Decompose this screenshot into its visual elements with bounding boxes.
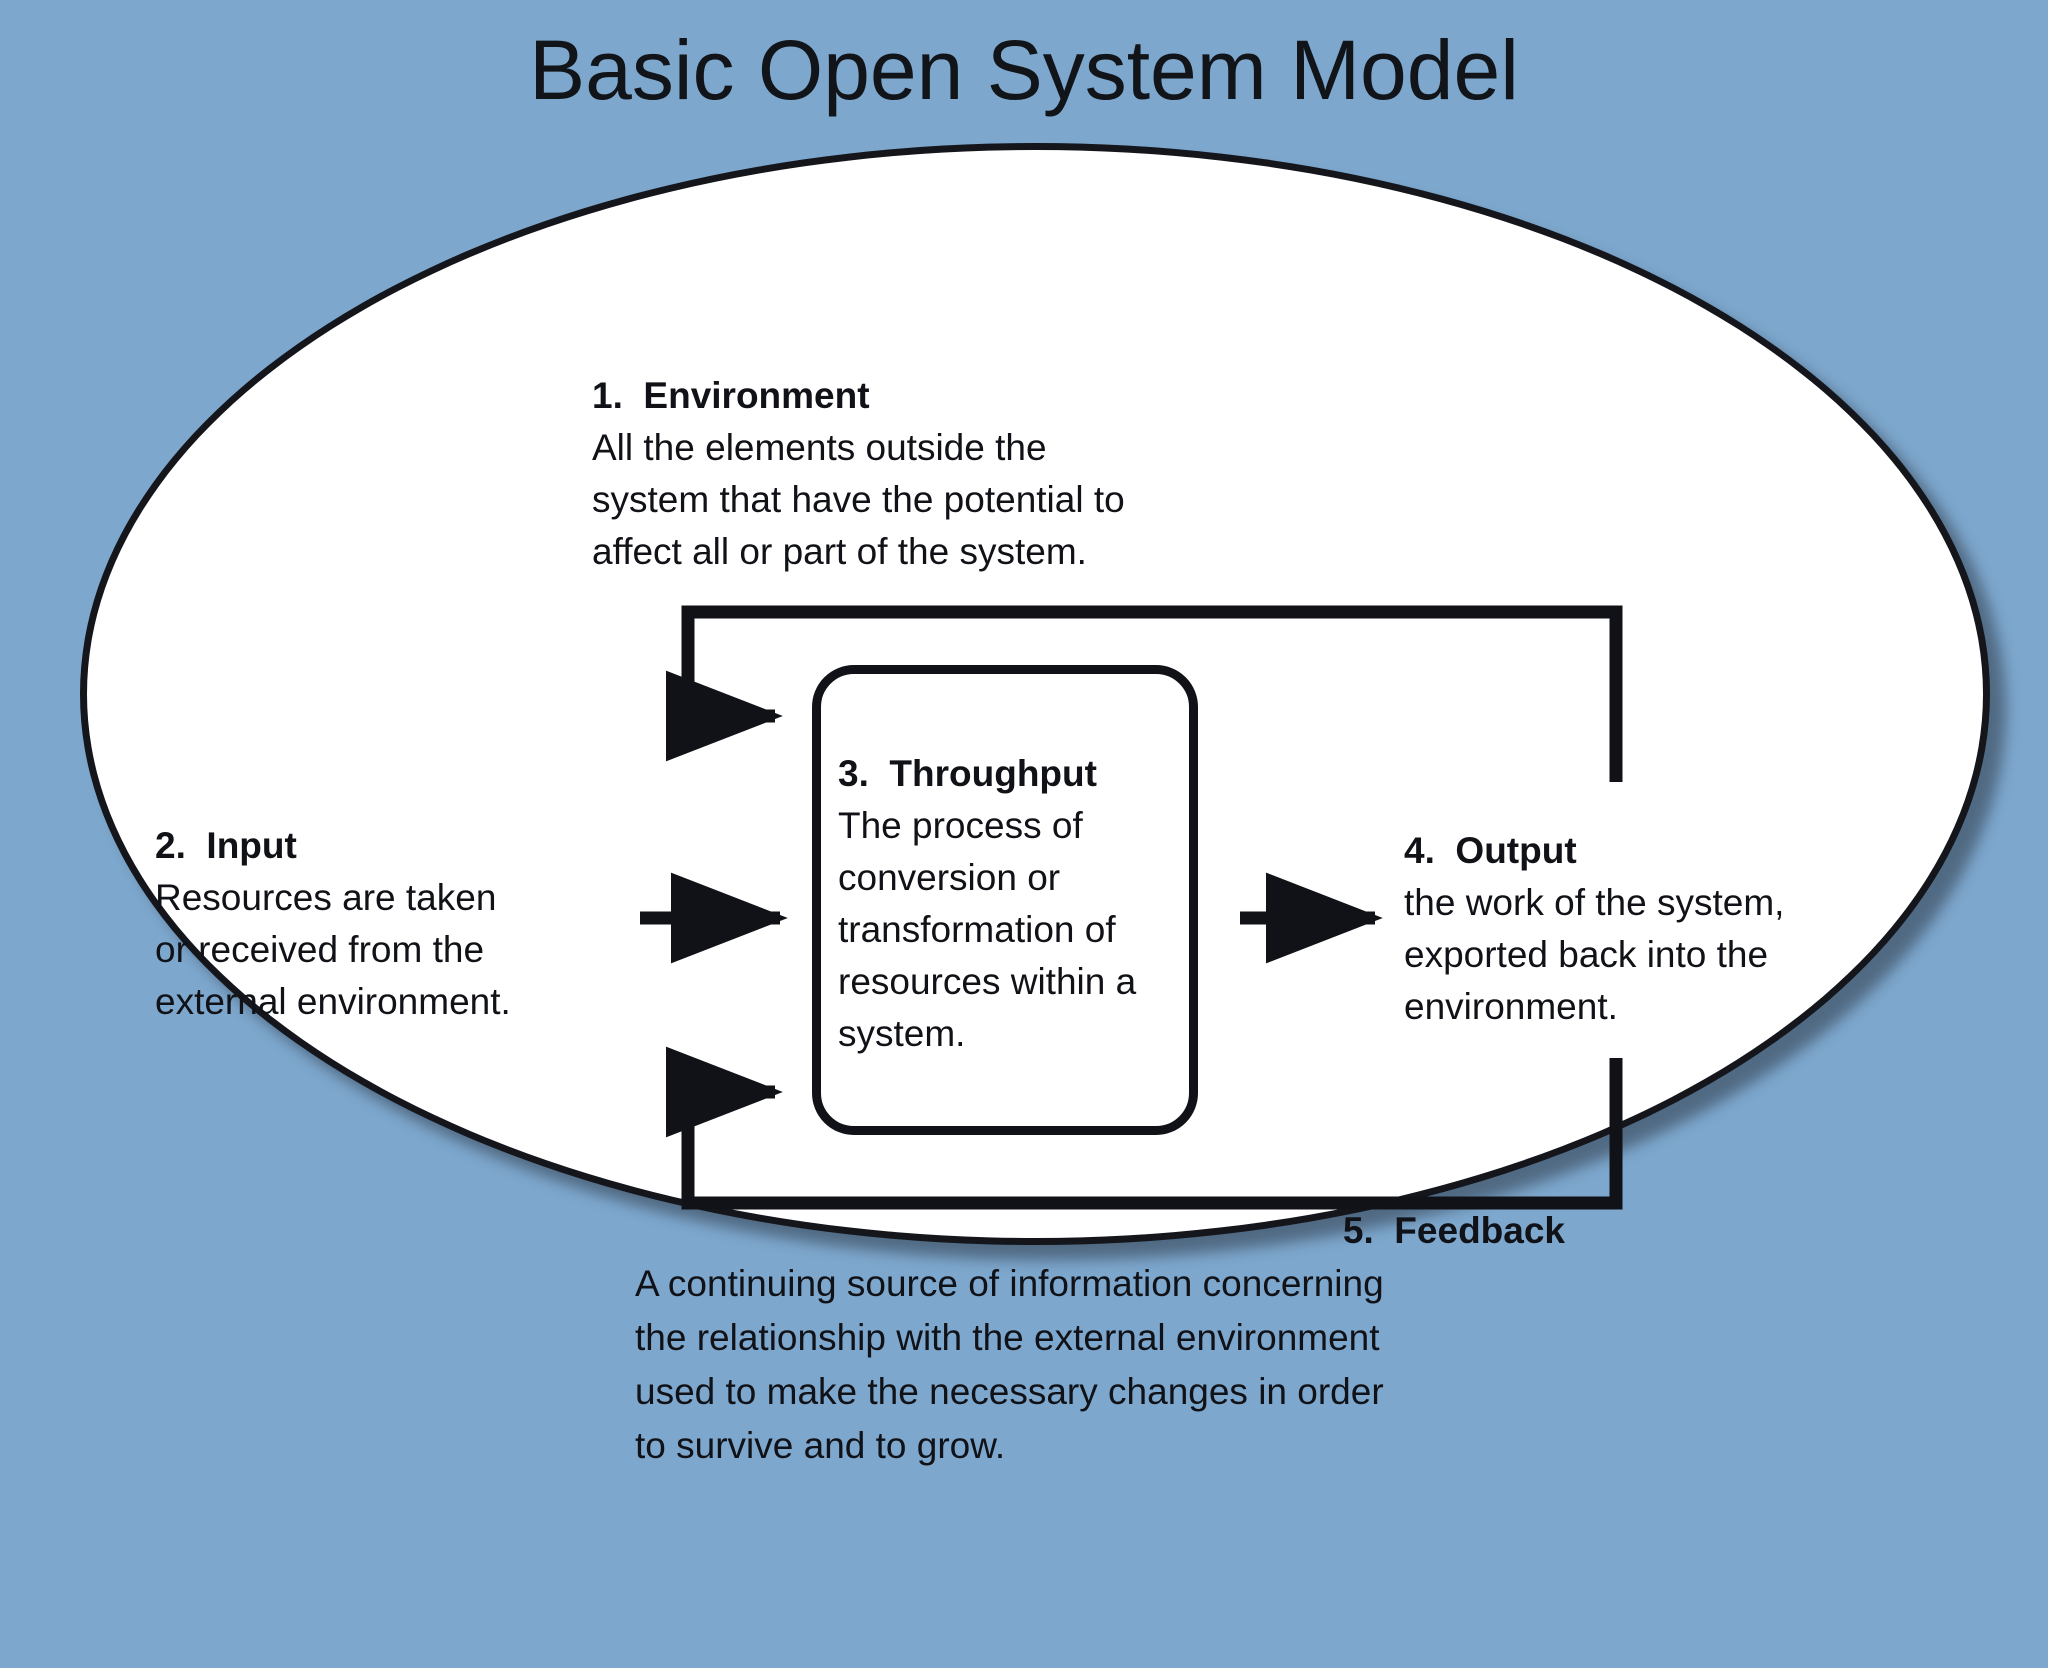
node-feedback-body-line: to survive and to grow. [635,1425,1006,1466]
node-output-body: the work of the system, exported back in… [1404,877,1784,1033]
node-throughput-body-line: The process of [838,805,1083,846]
node-output-body-line: environment. [1404,986,1618,1027]
node-feedback-body-line: the relationship with the external envir… [635,1317,1380,1358]
node-output-body-line: the work of the system, [1404,882,1785,923]
node-environment-body-line: affect all or part of the system. [592,531,1087,572]
node-feedback-heading: 5. Feedback [1342,1210,1565,1251]
node-feedback-body-line: used to make the necessary changes in or… [635,1371,1384,1412]
node-output: 4. Output the work of the system, export… [1404,825,1784,1033]
node-throughput-body-line: system. [838,1013,966,1054]
throughput-box [812,665,1198,1135]
node-input-body-line: Resources are taken [155,877,497,918]
node-throughput-body-line: resources within a [838,961,1137,1002]
node-environment-body-line: system that have the potential to [592,479,1125,520]
node-environment-body: All the elements outside the system that… [592,422,1125,578]
node-input-body-line: external environment. [155,981,511,1022]
node-feedback-body-line: A continuing source of information conce… [635,1263,1384,1304]
node-throughput-body-line: transformation of [838,909,1116,950]
node-throughput-body: The process of conversion or transformat… [838,800,1208,1060]
node-feedback-body: A continuing source of information conce… [635,1257,1565,1473]
node-input-body: Resources are taken or received from the… [155,872,511,1028]
node-output-heading: 4. Output [1404,830,1577,871]
node-environment-heading: 1. Environment [592,375,870,416]
node-throughput-body-line: conversion or [838,857,1061,898]
node-feedback: 5. Feedback A continuing source of infor… [635,1205,1565,1473]
node-environment: 1. Environment All the elements outside … [592,370,1125,578]
node-output-body-line: exported back into the [1404,934,1769,975]
node-input-body-line: or received from the [155,929,485,970]
node-input: 2. Input Resources are taken or received… [155,820,511,1028]
node-throughput: 3. Throughput The process of conversion … [838,748,1208,1060]
node-environment-body-line: All the elements outside the [592,427,1047,468]
node-throughput-heading: 3. Throughput [838,753,1097,794]
page-title: Basic Open System Model [529,23,1519,117]
node-input-heading: 2. Input [155,825,297,866]
